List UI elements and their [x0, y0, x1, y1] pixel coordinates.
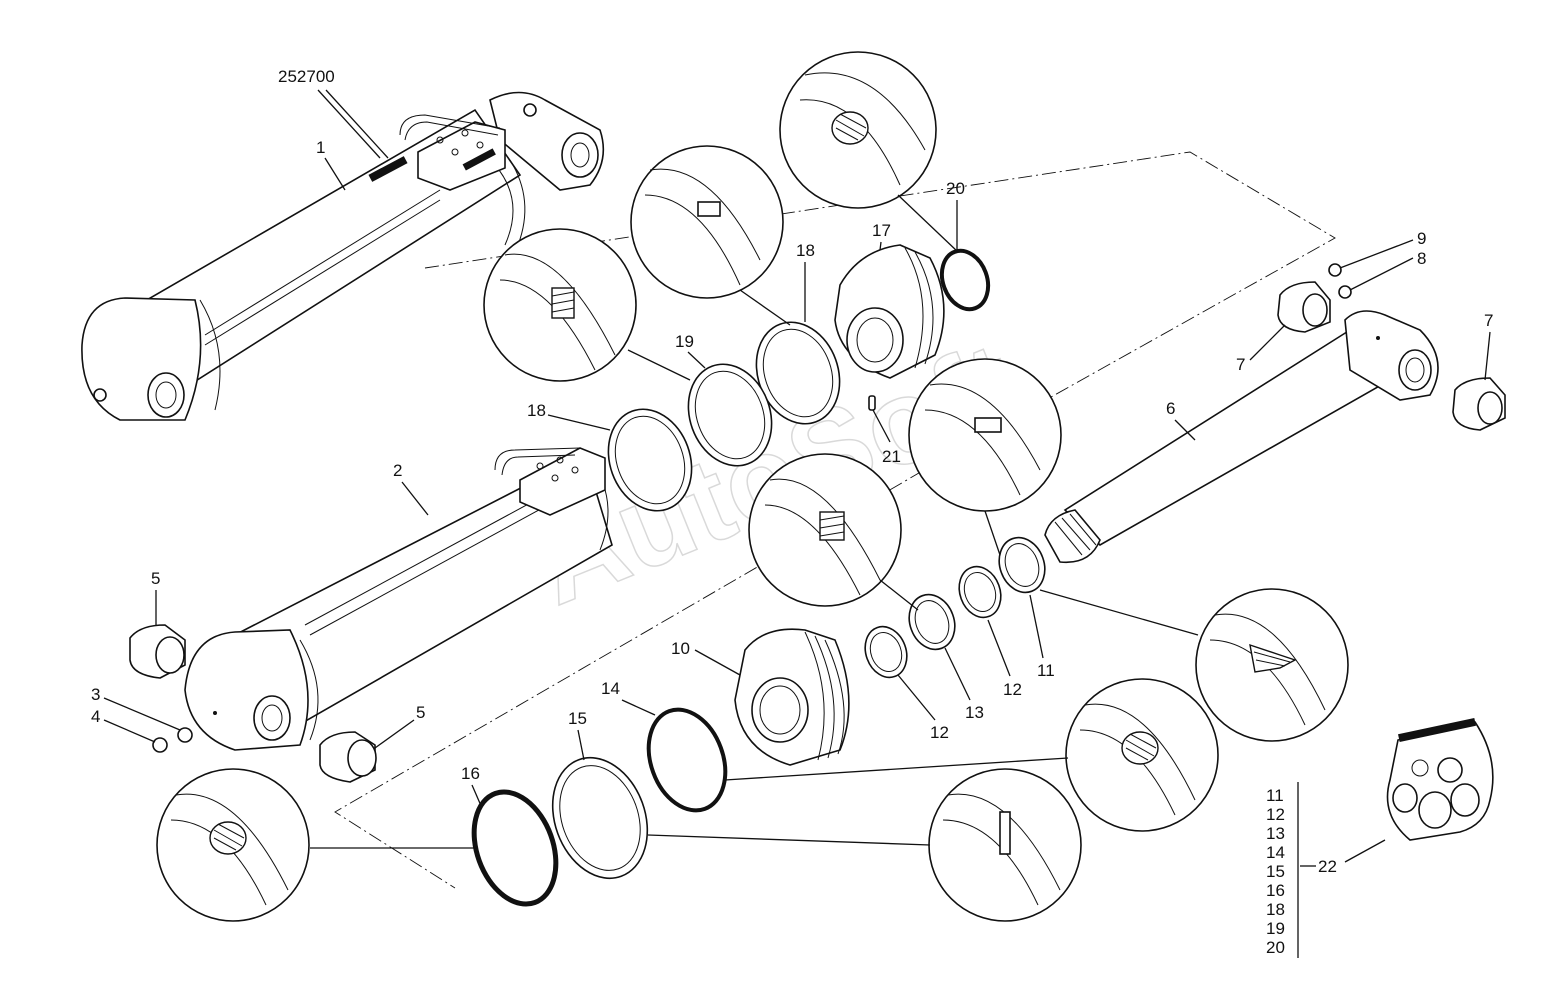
bush-5-right — [319, 731, 377, 783]
callout-21: 21 — [882, 447, 901, 466]
detail-circle-14 — [1065, 678, 1219, 832]
detail-circle-18-lower — [908, 358, 1062, 512]
callout-16: 16 — [461, 764, 480, 783]
callout-5-right: 5 — [416, 703, 425, 722]
bush-7-lower — [1452, 377, 1506, 431]
detail-circle-11 — [1195, 588, 1349, 742]
ring-13 — [908, 593, 956, 651]
callout-4: 4 — [91, 707, 100, 726]
kit-parts-list: 11 12 13 14 15 16 18 19 20 — [1266, 782, 1299, 958]
callout-12-left: 12 — [930, 723, 949, 742]
detail-circle-15 — [928, 768, 1082, 922]
callout-10: 10 — [671, 639, 690, 658]
callout-7-right: 7 — [1484, 311, 1493, 330]
callout-19: 19 — [675, 332, 694, 351]
detail-circle-18-upper — [630, 145, 784, 299]
piston-rod-6 — [1044, 310, 1439, 564]
callout-14: 14 — [601, 679, 620, 698]
callout-3: 3 — [91, 685, 100, 704]
ring-19 — [687, 363, 773, 467]
seal-18-lower — [607, 408, 693, 512]
callout-12-right: 12 — [1003, 680, 1022, 699]
plug-4 — [152, 737, 168, 753]
callout-18-upper: 18 — [796, 241, 815, 260]
kit-list-item: 16 — [1266, 881, 1285, 900]
callout-9: 9 — [1417, 229, 1426, 248]
kit-list-item: 19 — [1266, 919, 1285, 938]
callout-13: 13 — [965, 703, 984, 722]
kit-list-item: 14 — [1266, 843, 1285, 862]
detail-circle-20 — [779, 51, 937, 209]
callout-6: 6 — [1166, 399, 1175, 418]
kit-list-item: 12 — [1266, 805, 1285, 824]
callout-20: 20 — [946, 179, 965, 198]
callout-18-lower: 18 — [527, 401, 546, 420]
detail-circle-19 — [483, 228, 637, 382]
callout-15: 15 — [568, 709, 587, 728]
callout-8: 8 — [1417, 249, 1426, 268]
o-ring-20 — [939, 248, 991, 312]
kit-list-item: 11 — [1266, 786, 1284, 805]
cylinder-head-10 — [734, 628, 850, 766]
callout-1: 1 — [316, 138, 325, 157]
seal-kit-22 — [1386, 717, 1494, 841]
kit-list-item: 15 — [1266, 862, 1285, 881]
detail-leaders — [310, 194, 1199, 849]
callout-17: 17 — [872, 221, 891, 240]
callout-11: 11 — [1037, 661, 1055, 680]
kit-list-item: 18 — [1266, 900, 1285, 919]
plug-8 — [1338, 285, 1352, 299]
piston-17 — [834, 244, 945, 379]
ring-11 — [998, 536, 1046, 594]
detail-circle-16 — [156, 768, 310, 922]
reference-number-label: 252700 — [278, 67, 335, 86]
cylinder-1 — [81, 91, 605, 421]
pin-21 — [868, 395, 876, 411]
bush-5-left — [129, 624, 186, 679]
o-ring-16 — [471, 789, 559, 907]
ring-12-upper — [958, 565, 1002, 619]
detail-circle-13 — [748, 453, 902, 607]
grease-nipple-3 — [177, 727, 193, 743]
o-ring-14 — [646, 707, 728, 813]
kit-list-item: 13 — [1266, 824, 1285, 843]
callout-7-left: 7 — [1236, 355, 1245, 374]
callout-5-left: 5 — [151, 569, 160, 588]
callout-2: 2 — [393, 461, 402, 480]
callout-22: 22 — [1318, 857, 1337, 876]
ring-15 — [551, 756, 649, 880]
cylinder-2 — [184, 447, 613, 751]
bush-7-upper — [1277, 281, 1331, 333]
grease-nipple-9 — [1328, 263, 1342, 277]
callouts: 252700 1 2 3 4 5 5 6 7 7 8 9 10 11 12 12 — [91, 67, 1493, 876]
ring-12-lower — [864, 625, 908, 679]
kit-list-item: 20 — [1266, 938, 1285, 957]
